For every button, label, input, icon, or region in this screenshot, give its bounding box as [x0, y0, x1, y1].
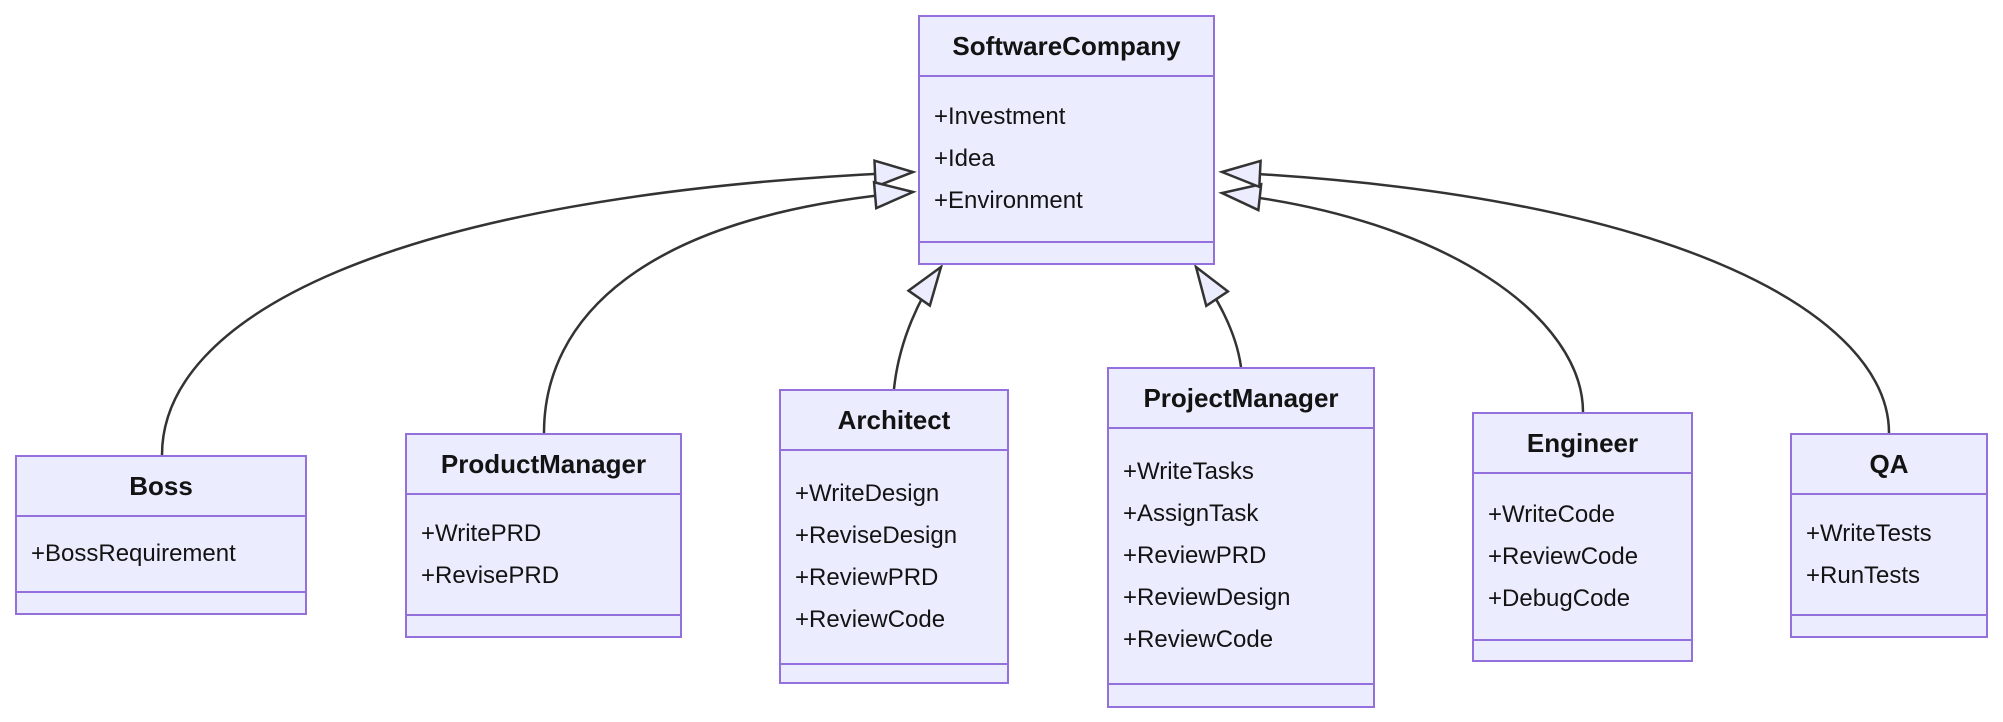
edge-productmanager-to-softwarecompany [542, 180, 917, 434]
class-attribute: +ReviewPRD [1123, 542, 1267, 569]
class-attributes-productmanager: +WritePRD +RevisePRD [407, 495, 680, 616]
class-box-productmanager: ProductManager +WritePRD +RevisePRD [405, 433, 682, 638]
class-methods-engineer [1474, 641, 1691, 660]
edge-engineer-to-softwarecompany [1218, 182, 1585, 413]
class-methods-qa [1792, 616, 1986, 636]
class-methods-softwarecompany [920, 243, 1213, 263]
class-methods-productmanager [407, 616, 680, 636]
class-attributes-architect: +WriteDesign +ReviseDesign +ReviewPRD +R… [781, 451, 1007, 665]
class-attributes-engineer: +WriteCode +ReviewCode +DebugCode [1474, 474, 1691, 641]
class-box-softwarecompany: SoftwareCompany +Investment +Idea +Envir… [918, 15, 1215, 265]
class-attribute: +ReviewCode [1488, 542, 1639, 570]
class-box-engineer: Engineer +WriteCode +ReviewCode +DebugCo… [1472, 412, 1693, 662]
edge-architect-to-softwarecompany [892, 263, 944, 390]
edge-boss-to-softwarecompany [160, 158, 917, 456]
class-attribute: +ReviseDesign [795, 522, 958, 549]
class-methods-projectmanager [1109, 685, 1373, 706]
class-attribute: +RunTests [1806, 561, 1921, 589]
class-attribute: +ReviewPRD [795, 564, 939, 591]
edge-qa-to-softwarecompany [1218, 159, 1891, 434]
class-attribute: +RevisePRD [421, 561, 560, 589]
class-attribute: +DebugCode [1488, 584, 1631, 612]
class-attribute: +WriteTests [1806, 519, 1932, 547]
class-title-boss: Boss [17, 457, 305, 517]
class-attribute: +AssignTask [1123, 500, 1259, 527]
class-title-qa: QA [1792, 435, 1986, 495]
class-title-projectmanager: ProjectManager [1109, 369, 1373, 429]
class-attribute: +WriteCode [1488, 500, 1615, 528]
class-attribute: +ReviewDesign [1123, 584, 1291, 611]
class-title-softwarecompany: SoftwareCompany [920, 17, 1213, 77]
edge-projectmanager-to-softwarecompany [1193, 263, 1243, 368]
class-box-architect: Architect +WriteDesign +ReviseDesign +Re… [779, 389, 1009, 684]
class-attributes-projectmanager: +WriteTasks +AssignTask +ReviewPRD +Revi… [1109, 429, 1373, 685]
class-attribute: +Idea [934, 145, 995, 172]
class-attribute: +ReviewCode [1123, 626, 1274, 653]
class-title-architect: Architect [781, 391, 1007, 451]
class-attribute: +ReviewCode [795, 606, 946, 633]
class-attributes-softwarecompany: +Investment +Idea +Environment [920, 77, 1213, 243]
class-attribute: +WritePRD [421, 519, 542, 547]
class-box-boss: Boss +BossRequirement [15, 455, 307, 615]
class-attribute: +WriteDesign [795, 480, 940, 507]
class-attribute: +Environment [934, 187, 1083, 214]
class-methods-architect [781, 665, 1007, 682]
class-attribute: +BossRequirement [31, 540, 236, 567]
class-methods-boss [17, 593, 305, 613]
class-attributes-boss: +BossRequirement [17, 517, 305, 593]
class-attribute: +WriteTasks [1123, 458, 1254, 485]
class-box-qa: QA +WriteTests +RunTests [1790, 433, 1988, 638]
class-attributes-qa: +WriteTests +RunTests [1792, 495, 1986, 616]
class-box-projectmanager: ProjectManager +WriteTasks +AssignTask +… [1107, 367, 1375, 708]
class-attribute: +Investment [934, 103, 1066, 130]
class-title-engineer: Engineer [1474, 414, 1691, 474]
class-title-productmanager: ProductManager [407, 435, 680, 495]
